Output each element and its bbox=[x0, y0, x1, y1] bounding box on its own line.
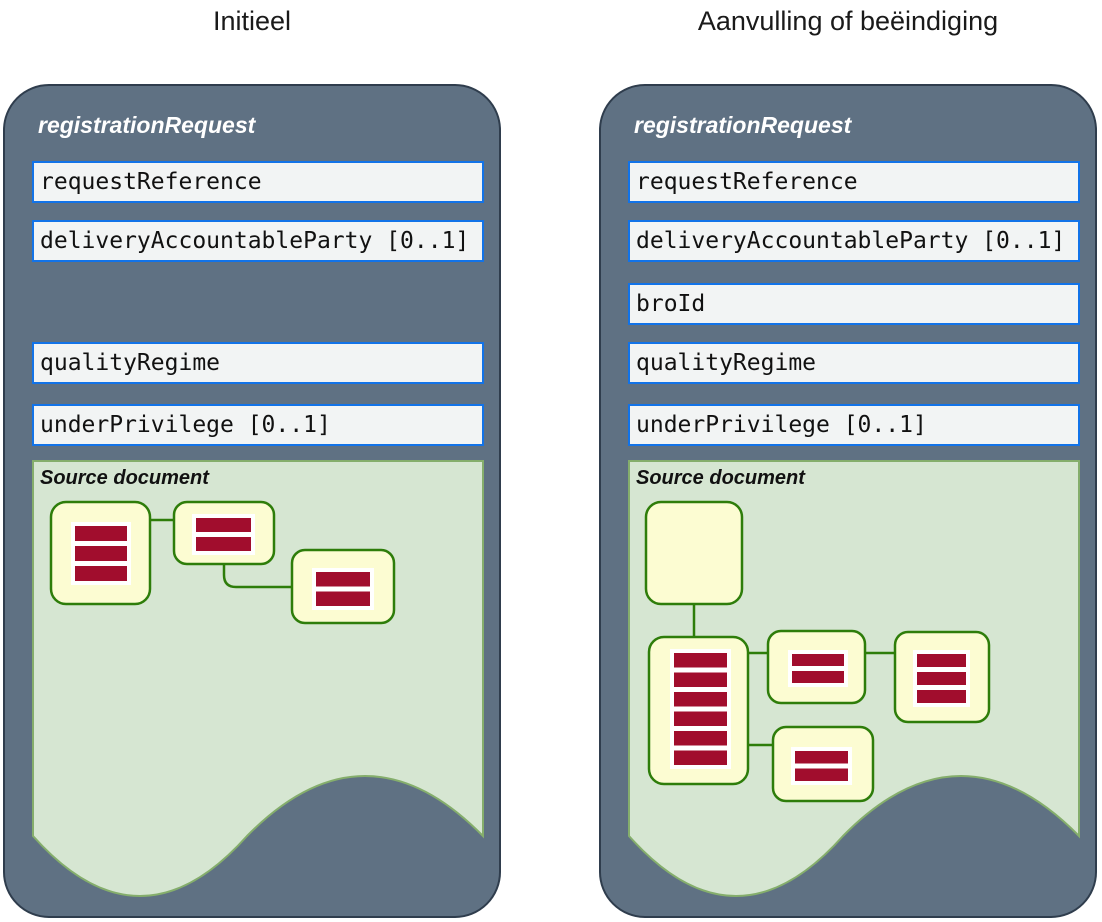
doc-node-right bbox=[893, 630, 991, 724]
doc-text-line bbox=[196, 518, 251, 532]
column-title-aanvulling: Aanvulling of beëindiging bbox=[697, 6, 999, 36]
doc-text-line bbox=[795, 751, 848, 764]
doc-node-mid-top bbox=[766, 629, 867, 705]
registration-request-panel-initieel: registrationRequest requestReference del… bbox=[3, 84, 501, 918]
source-document-shape bbox=[628, 460, 1080, 897]
connector-child-grandchild bbox=[222, 564, 292, 589]
field-underPrivilege: underPrivilege [0..1] bbox=[32, 404, 484, 446]
doc-text-line bbox=[316, 572, 370, 587]
field-requestReference: requestReference bbox=[628, 161, 1080, 203]
doc-node-root bbox=[49, 500, 152, 606]
doc-text-line bbox=[674, 653, 727, 668]
doc-text-line bbox=[792, 671, 844, 683]
source-document-label: Source document bbox=[40, 467, 209, 489]
field-deliveryAccountableParty: deliveryAccountableParty [0..1] bbox=[32, 220, 484, 262]
panel-title: registrationRequest bbox=[634, 112, 852, 138]
doc-text-line bbox=[792, 654, 844, 666]
source-document-area: Source document bbox=[628, 460, 1080, 904]
doc-node-mid-bottom bbox=[771, 725, 875, 803]
field-broId: broId bbox=[628, 283, 1080, 325]
doc-node-tall bbox=[647, 635, 750, 786]
doc-text-line bbox=[674, 672, 727, 687]
doc-text-line bbox=[316, 591, 370, 606]
doc-text-line bbox=[795, 768, 848, 781]
doc-text-line bbox=[196, 537, 251, 551]
doc-node-empty bbox=[644, 500, 744, 606]
doc-text-line bbox=[75, 566, 127, 581]
doc-text-line bbox=[75, 526, 127, 541]
source-document-area: Source document bbox=[32, 460, 484, 904]
doc-node-child bbox=[172, 500, 276, 566]
doc-text-line bbox=[917, 672, 966, 685]
panel-title: registrationRequest bbox=[38, 112, 256, 138]
doc-text-line bbox=[75, 546, 127, 561]
doc-text-line bbox=[917, 654, 966, 667]
registration-request-panel-aanvulling: registrationRequest requestReference del… bbox=[599, 84, 1097, 918]
field-qualityRegime: qualityRegime bbox=[628, 342, 1080, 384]
doc-text-line bbox=[674, 731, 727, 746]
field-deliveryAccountableParty: deliveryAccountableParty [0..1] bbox=[628, 220, 1080, 262]
doc-text-line bbox=[674, 711, 727, 726]
doc-text-line bbox=[917, 690, 966, 703]
source-document-label: Source document bbox=[636, 467, 805, 489]
field-requestReference: requestReference bbox=[32, 161, 484, 203]
doc-text-line bbox=[674, 750, 727, 765]
column-title-initieel: Initieel bbox=[212, 6, 292, 36]
doc-node-grandchild bbox=[290, 548, 396, 625]
field-underPrivilege: underPrivilege [0..1] bbox=[628, 404, 1080, 446]
source-document-shape bbox=[32, 460, 484, 897]
field-qualityRegime: qualityRegime bbox=[32, 342, 484, 384]
doc-text-line bbox=[674, 692, 727, 707]
